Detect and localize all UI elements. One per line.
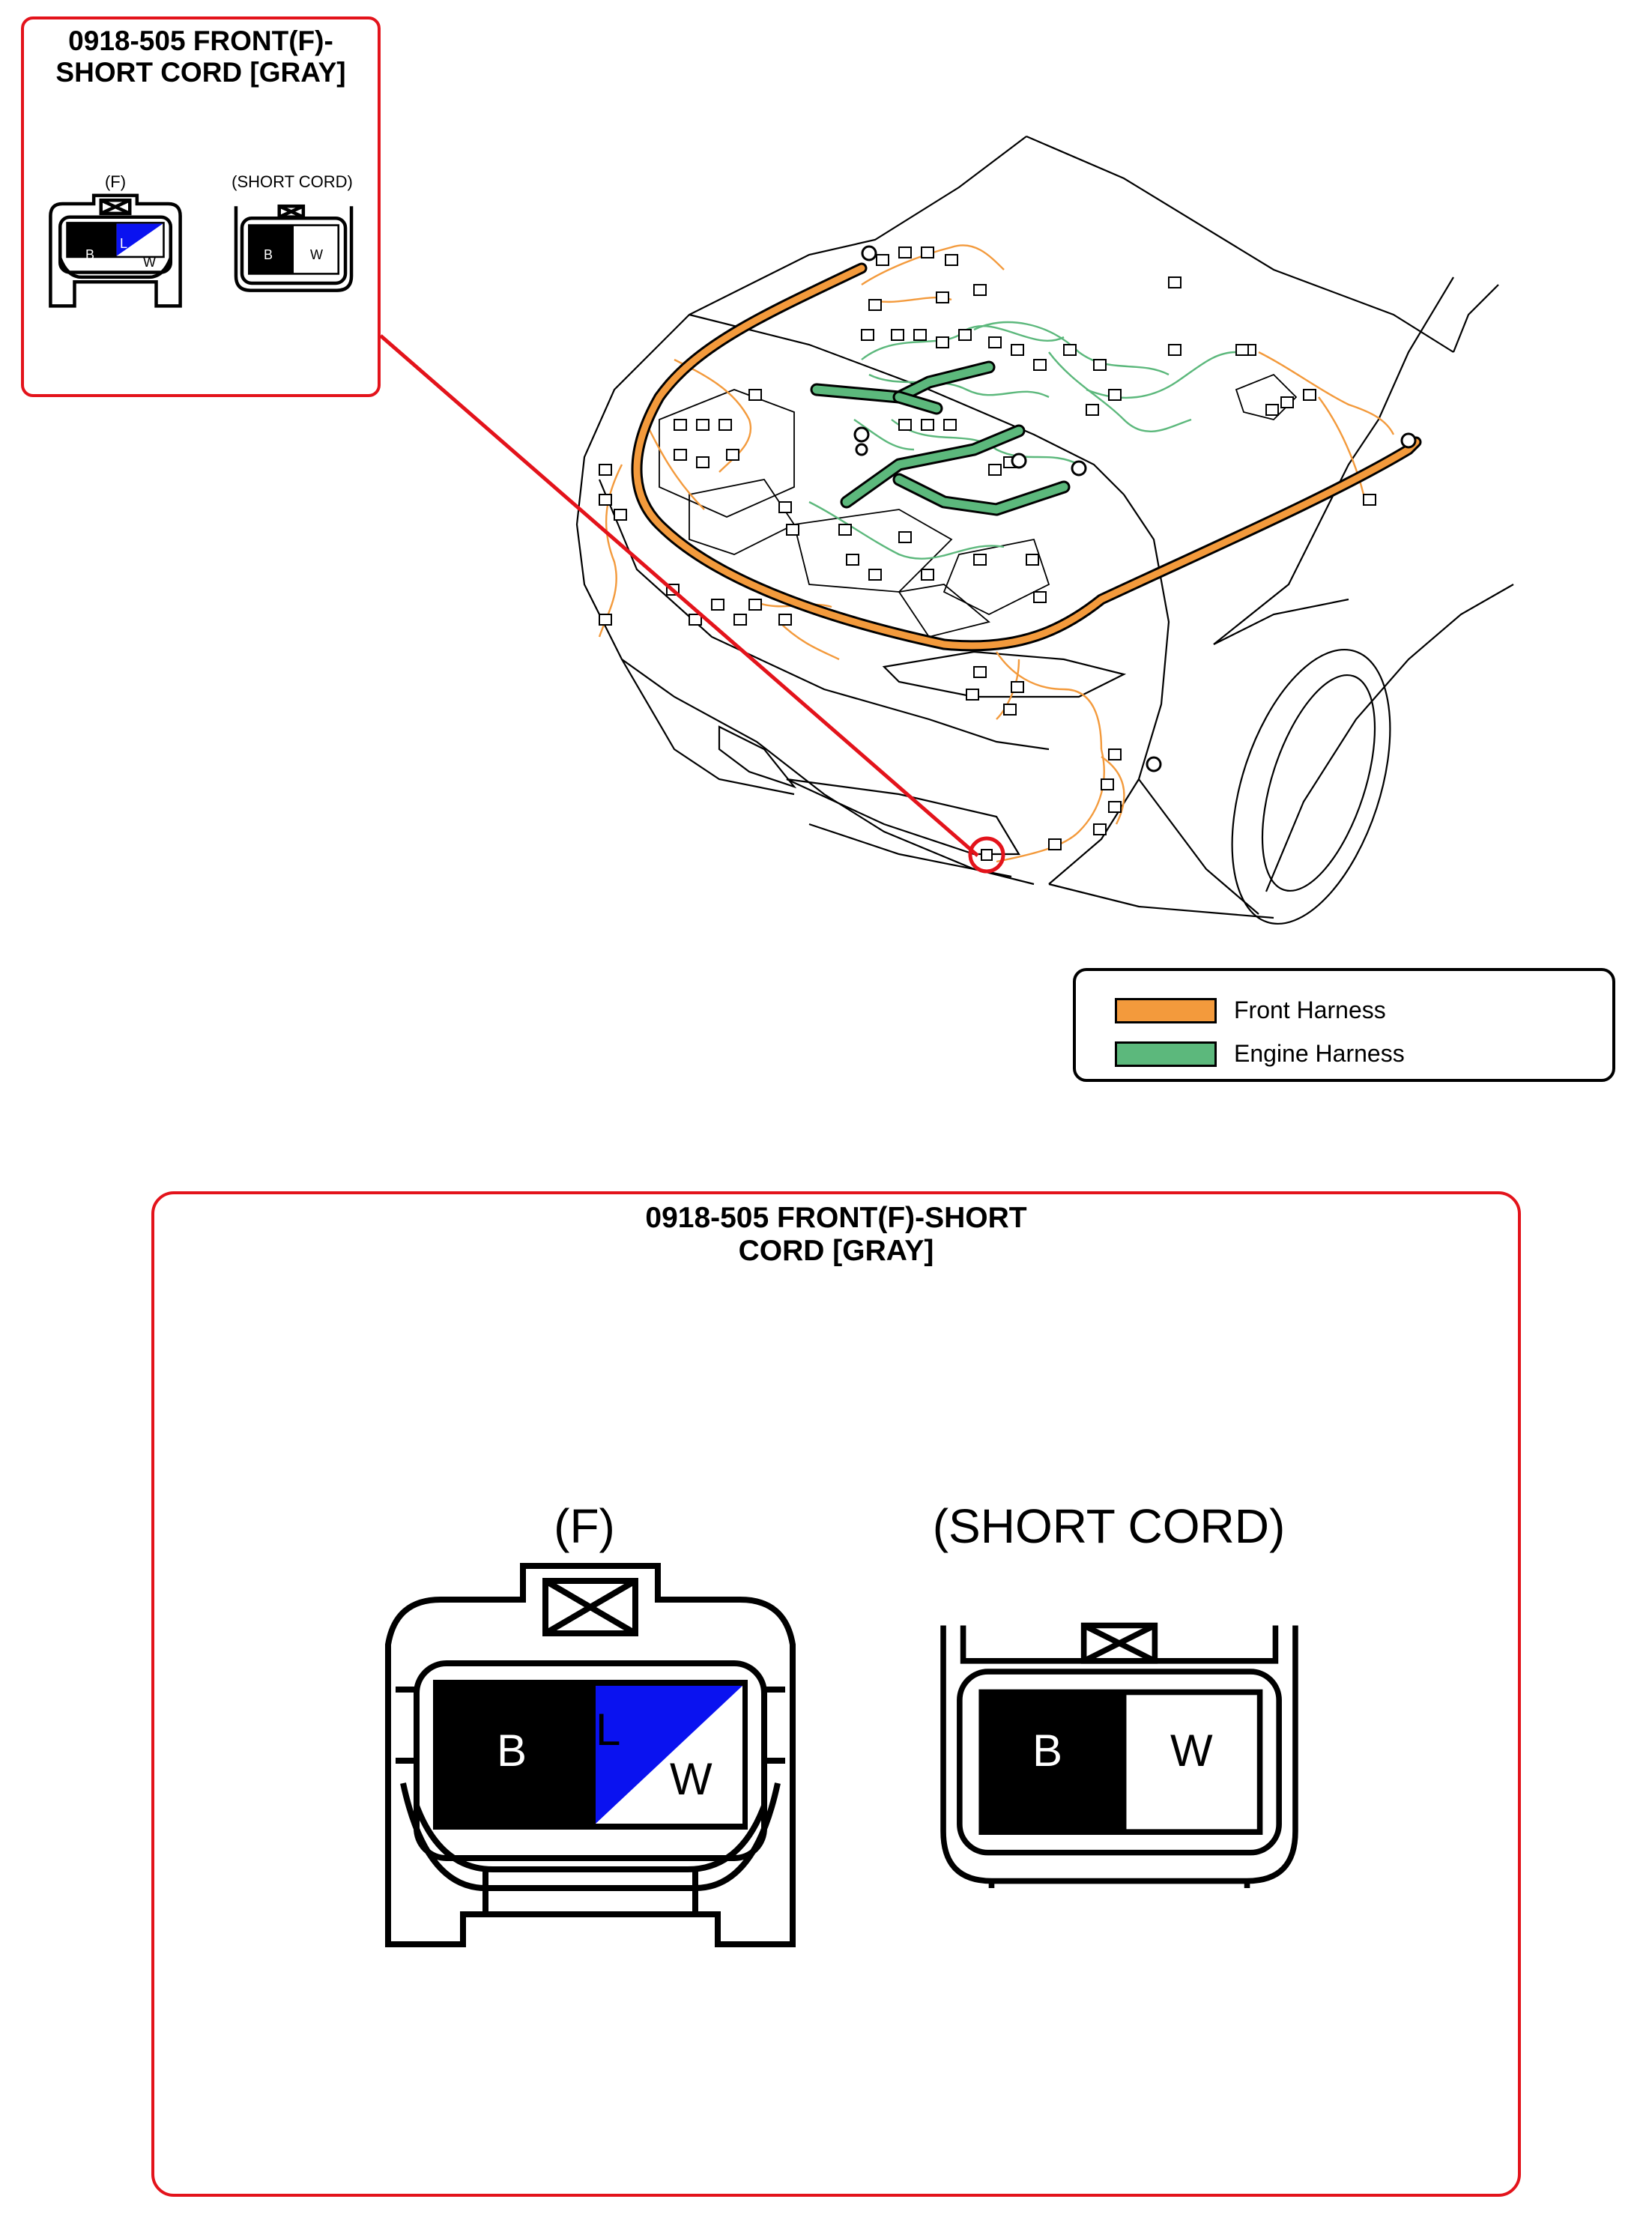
inset-connector-short-cord bbox=[234, 204, 354, 292]
detail-connector-short-cord bbox=[940, 1622, 1298, 1888]
engine-harness-wires bbox=[808, 321, 1237, 560]
inset-title-line1: 0918-505 FRONT(F)- bbox=[68, 25, 333, 56]
inset-title-line2: SHORT CORD [GRAY] bbox=[55, 57, 346, 88]
inset-label-short-cord: (SHORT CORD) bbox=[232, 172, 353, 191]
callout-circle bbox=[968, 836, 1005, 874]
inset-f-pin-b: B bbox=[85, 247, 95, 262]
detail-f-pin-w: W bbox=[670, 1754, 712, 1804]
inset-short-pin-b: B bbox=[264, 247, 273, 262]
legend-label-engine-harness: Engine Harness bbox=[1234, 1040, 1405, 1067]
inset-callout-box bbox=[21, 16, 381, 397]
inset-label-f: (F) bbox=[104, 172, 127, 191]
inset-short-pin-w: W bbox=[310, 247, 323, 262]
harness-connectors bbox=[599, 246, 1376, 850]
legend-swatch-front-harness bbox=[1115, 998, 1217, 1023]
inset-title: 0918-505 FRONT(F)- SHORT CORD [GRAY] bbox=[21, 25, 381, 88]
detail-label-f: (F) bbox=[554, 1499, 615, 1553]
harness-grommets bbox=[853, 245, 1417, 772]
legend bbox=[1073, 968, 1615, 1082]
detail-title-line1: 0918-505 FRONT(F)-SHORT bbox=[645, 1202, 1027, 1234]
detail-callout-box bbox=[151, 1191, 1521, 2197]
detail-title-line2: CORD [GRAY] bbox=[738, 1235, 934, 1267]
detail-short-pin-b: B bbox=[1032, 1725, 1063, 1776]
detail-short-pin-w: W bbox=[1170, 1725, 1213, 1776]
front-harness-trunk bbox=[631, 262, 1422, 652]
inset-f-pin-l: L bbox=[120, 236, 128, 251]
detail-label-short-cord: (SHORT CORD) bbox=[932, 1499, 1286, 1553]
engine-harness-trunk bbox=[810, 360, 1071, 516]
callout-leader-line bbox=[379, 334, 979, 857]
inset-f-pin-w: W bbox=[143, 255, 156, 270]
car-harness-illustration bbox=[379, 135, 1514, 925]
detail-f-pin-l: L bbox=[596, 1705, 621, 1755]
detail-f-pin-b: B bbox=[497, 1725, 527, 1776]
legend-swatch-engine-harness bbox=[1115, 1041, 1217, 1067]
inset-connector-f bbox=[49, 193, 182, 308]
detail-connector-f bbox=[385, 1563, 796, 1947]
legend-label-front-harness: Front Harness bbox=[1234, 996, 1386, 1023]
detail-title: 0918-505 FRONT(F)-SHORT CORD [GRAY] bbox=[151, 1202, 1521, 1268]
car-body-outline bbox=[575, 135, 1514, 925]
